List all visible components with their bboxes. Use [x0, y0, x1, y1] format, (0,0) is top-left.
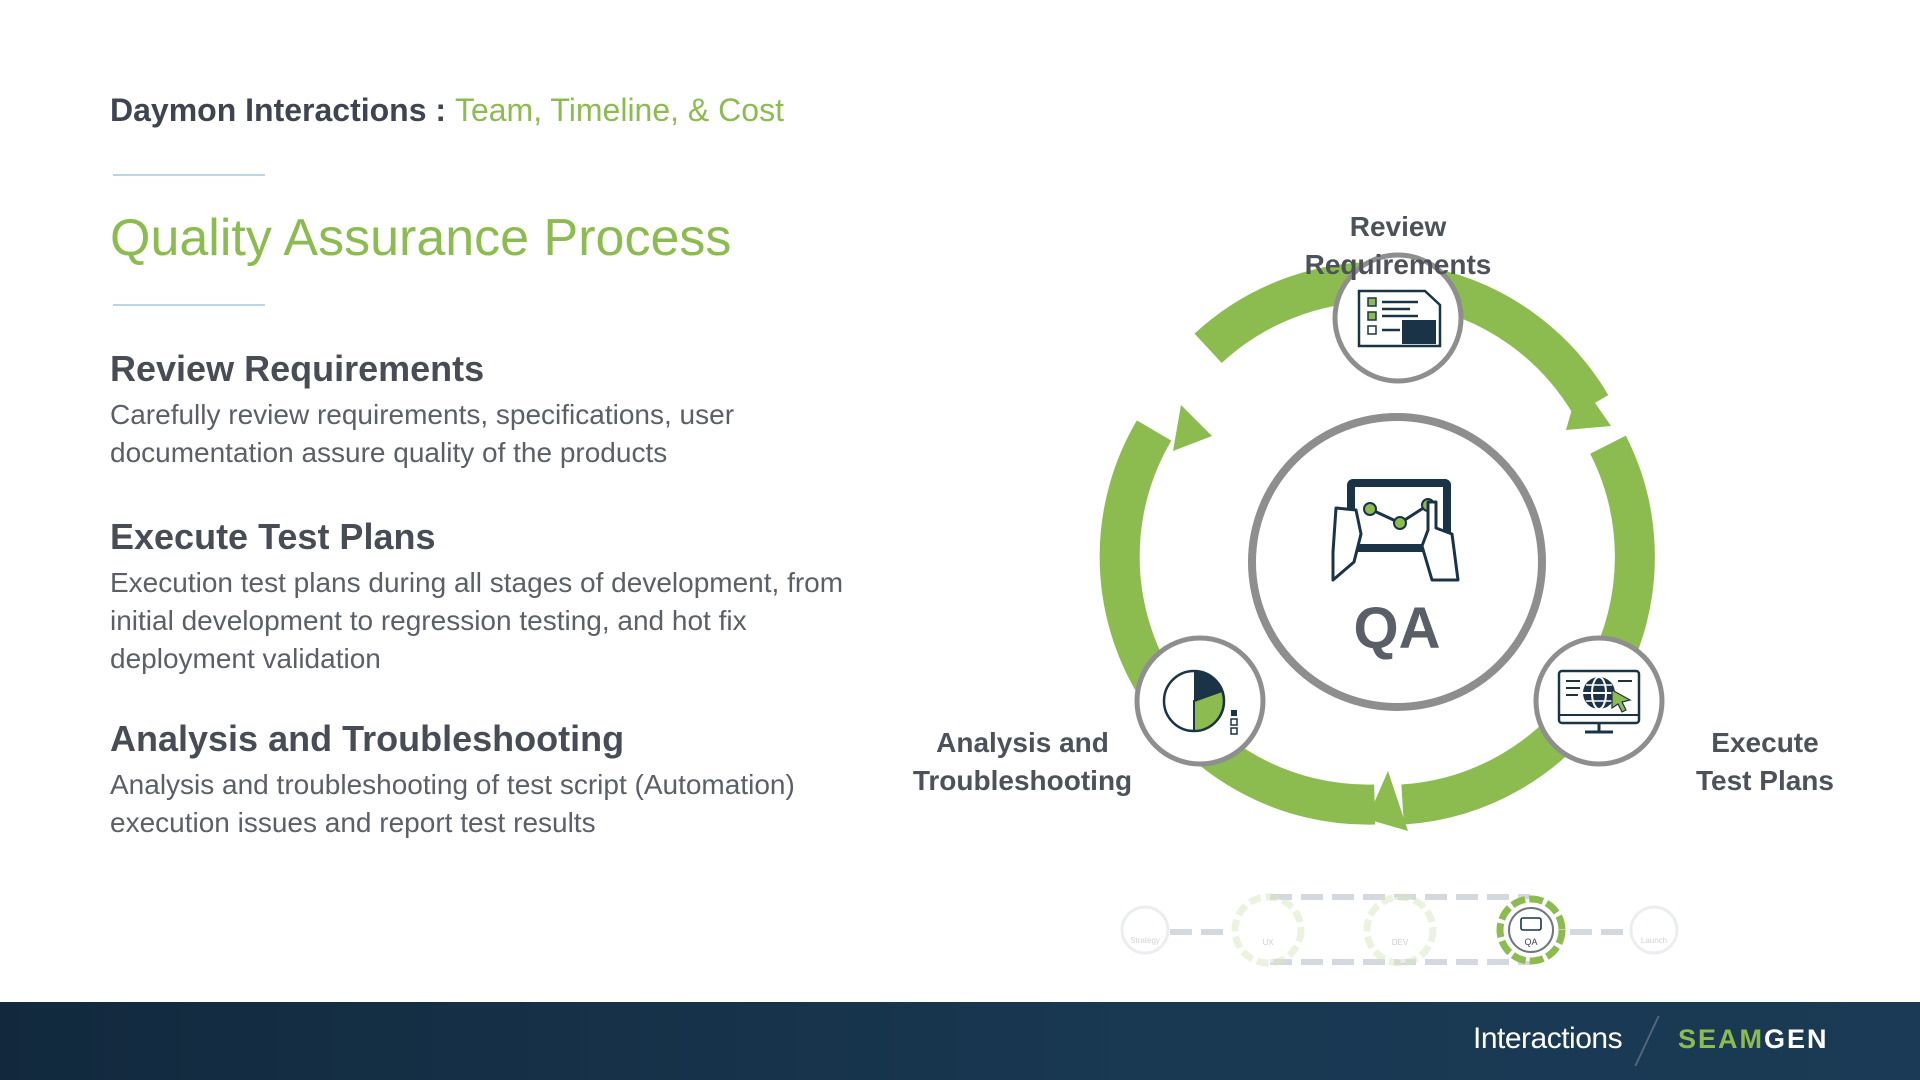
ring-arrow-left	[1173, 405, 1212, 451]
footer-divider	[1634, 1016, 1660, 1066]
section-text: Analysis and troubleshooting of test scr…	[110, 769, 795, 838]
node-analysis-troubleshooting	[1134, 635, 1266, 767]
brand-part-b: GEN	[1764, 1024, 1829, 1054]
center-label: QA	[1354, 596, 1441, 661]
section-analysis-troubleshooting: Analysis and Troubleshooting Analysis an…	[110, 718, 870, 842]
node-label-line: Analysis and	[936, 727, 1109, 758]
timeline-step-strategy: Strategy	[1120, 905, 1170, 955]
timeline-label: UX	[1262, 938, 1274, 947]
section-text: Carefully review requirements, specifica…	[110, 399, 735, 468]
checklist-document-icon	[1357, 289, 1442, 348]
divider-bottom	[113, 304, 265, 306]
section-heading: Execute Test Plans	[110, 516, 436, 557]
node-label-analysis: Analysis and Troubleshooting	[900, 724, 1145, 800]
node-label-line: Test Plans	[1696, 765, 1834, 796]
timeline-label: Strategy	[1130, 936, 1160, 945]
page-title: Quality Assurance Process	[110, 209, 732, 267]
divider-top	[113, 174, 265, 176]
node-label-line: Troubleshooting	[912, 765, 1133, 796]
node-label-line: Execute	[1711, 727, 1819, 758]
node-review-requirements	[1332, 252, 1464, 384]
timeline-label: QA	[1524, 937, 1537, 947]
timeline-label: Launch	[1641, 936, 1667, 945]
ring-arrow-top	[1566, 381, 1611, 430]
timeline-step-dev: DEV	[1363, 893, 1437, 967]
timeline-label: DEV	[1392, 938, 1409, 947]
node-execute-test-plans	[1533, 635, 1665, 767]
tablet-touch-chart-icon	[1331, 479, 1460, 582]
section-heading: Analysis and Troubleshooting	[110, 718, 625, 759]
footer-bar: Interactions SEAMGEN	[0, 1002, 1920, 1080]
center-ring	[1248, 413, 1546, 711]
section-heading: Review Requirements	[110, 348, 485, 389]
qa-cycle-diagram: QA	[1099, 252, 1679, 967]
timeline-step-ux: UX	[1231, 893, 1305, 967]
ring-arrow-right	[1367, 771, 1408, 831]
section-execute-test-plans: Execute Test Plans Execution test plans …	[110, 516, 870, 678]
globe-monitor-icon	[1557, 669, 1641, 734]
footer-product: Interactions	[1473, 1022, 1623, 1055]
brand-logo: SEAMGEN	[1678, 1024, 1829, 1055]
node-label-execute: Execute Test Plans	[1680, 724, 1850, 800]
timeline-step-qa: QA	[1496, 895, 1566, 965]
brand-part-a: SEAM	[1678, 1024, 1765, 1054]
node-label-review: Review Requirements	[1304, 211, 1492, 280]
timeline-step-launch: Launch	[1629, 905, 1679, 955]
header-company: Daymon Interactions :	[110, 92, 447, 128]
header-subtitle: Team, Timeline, & Cost	[454, 92, 784, 128]
section-text: Execution test plans during all stages o…	[110, 567, 844, 674]
process-timeline: Strategy UX DEV QA Launch	[1120, 893, 1679, 967]
section-review-requirements: Review Requirements Carefully review req…	[110, 348, 870, 472]
slide-header: Daymon Interactions : Team, Timeline, & …	[110, 92, 784, 129]
pie-chart-icon	[1162, 669, 1238, 735]
